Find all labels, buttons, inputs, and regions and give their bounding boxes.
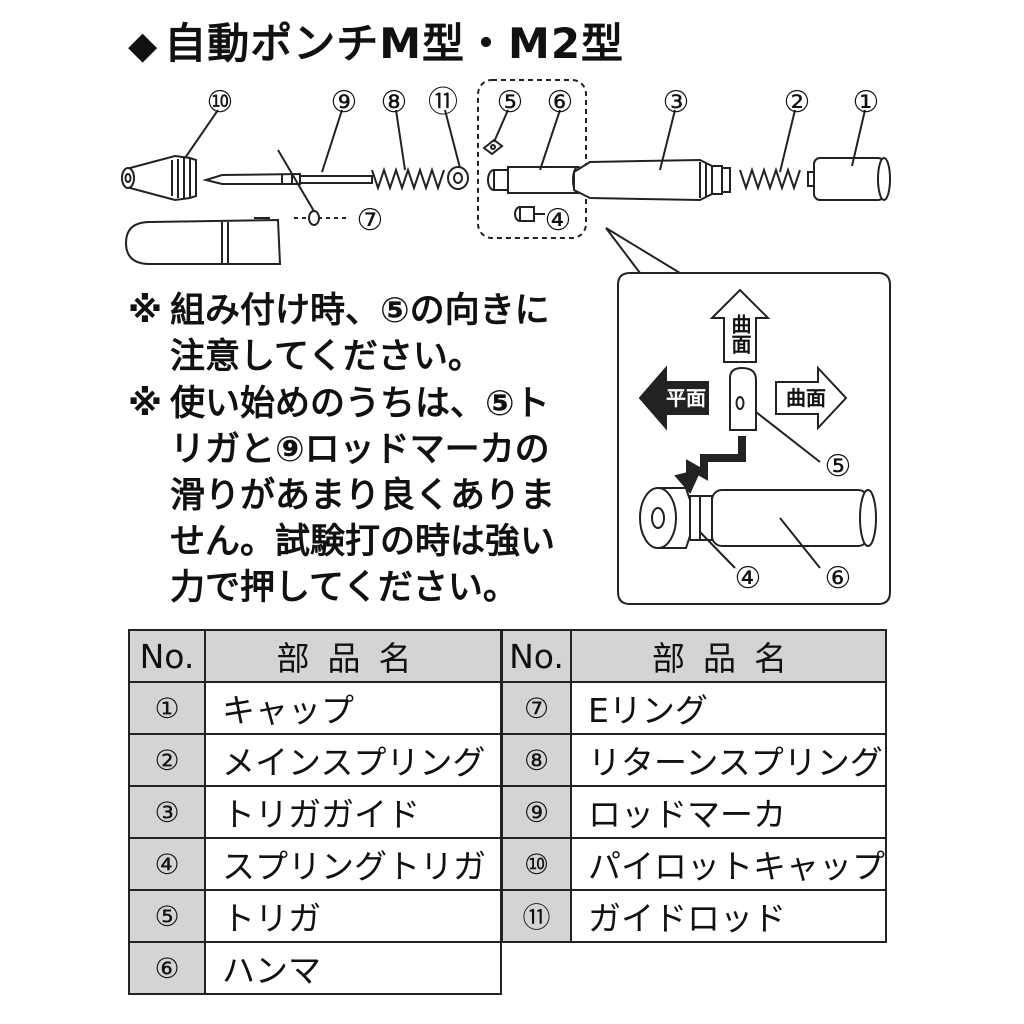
header-name: 部品名: [204, 629, 502, 683]
header-no: No.: [501, 629, 572, 683]
insert-arrow-shape: [686, 436, 746, 481]
part-name: メインスプリング: [204, 733, 502, 787]
label-4: ④: [545, 203, 572, 238]
part-number: ⑪: [501, 889, 572, 943]
usage-note: ※使い始めのうちは、⑤ト リガと⑨ロッドマーカの 滑りがあまり良くありま せん。…: [128, 381, 555, 611]
label-2: ②: [784, 85, 811, 120]
inset-up-label: 曲面: [728, 314, 752, 354]
part-name: リターンスプリング: [570, 733, 887, 787]
assembly-group-box: [477, 79, 587, 239]
trigger-part: [482, 138, 504, 156]
assembly-note: ※組み付け時、⑤の向きに 注意してください。: [128, 288, 550, 380]
label-7: ⑦: [357, 203, 384, 238]
part-name: パイロットキャップ: [570, 837, 887, 891]
table-header-row: No. 部品名: [501, 629, 887, 683]
header-name: 部品名: [570, 629, 887, 683]
inset-label-6: ⑥: [825, 561, 852, 596]
inset-right-label: 曲面: [786, 386, 826, 410]
label-6: ⑥: [547, 85, 574, 120]
return-spring-part: [371, 166, 445, 192]
right-arrow-shape: [775, 365, 848, 431]
label-10: ⑩: [207, 85, 234, 120]
pen-cover-part: [124, 217, 282, 265]
label-11: ⑪: [428, 85, 458, 120]
part-name: トリガ: [204, 889, 502, 943]
inset-hammer-assembly: [639, 487, 877, 569]
rod-marker-part: [202, 172, 373, 185]
part-name: スプリングトリガ: [204, 837, 502, 891]
note-line: 力で押してください。: [170, 568, 518, 608]
label-1: ①: [853, 85, 880, 120]
note-line: リガと⑨ロッドマーカの: [170, 430, 550, 470]
cap-part: [807, 157, 891, 201]
label-9: ⑨: [331, 85, 358, 120]
pilot-cap-part: [121, 154, 197, 202]
part-number: ①: [128, 681, 206, 735]
part-number: ⑦: [501, 681, 572, 735]
label-5: ⑤: [497, 85, 524, 120]
note-line: せん。試験打の時は強い: [170, 522, 556, 562]
part-number: ⑩: [501, 837, 572, 891]
title-text: 自動ポンチM型・M2型: [164, 19, 625, 68]
note-line: 滑りがあまり良くありま: [170, 476, 556, 516]
spring-trigger-part: [514, 206, 535, 222]
label-8: ⑧: [381, 85, 408, 120]
hammer-part: [487, 166, 584, 194]
part-number: ④: [128, 837, 206, 891]
part-name: ガイドロッド: [570, 889, 887, 943]
note-line: 組み付け時、⑤の向きに: [170, 291, 550, 331]
part-number: ⑧: [501, 733, 572, 787]
part-name: ロッドマーカ: [570, 785, 887, 839]
up-arrow-shape: [709, 288, 771, 363]
inset-label-4: ④: [735, 561, 762, 596]
part-number: ⑤: [128, 889, 206, 943]
page-title: ◆自動ポンチM型・M2型: [128, 10, 624, 71]
part-name: ハンマ: [204, 941, 502, 995]
label-3: ③: [663, 85, 690, 120]
part-name: Eリング: [570, 681, 887, 735]
part-number: ⑨: [501, 785, 572, 839]
trigger-guide-part: [573, 158, 731, 202]
part-name: トリガガイド: [204, 785, 502, 839]
inset-left-label: 平面: [666, 386, 706, 410]
main-spring-part: [739, 166, 801, 192]
part-number: ⑥: [128, 941, 206, 995]
guide-rod-part: [447, 166, 469, 190]
note-line: 使い始めのうちは、⑤ト: [170, 384, 550, 424]
left-arrow-shape: [638, 365, 709, 431]
part-name: キャップ: [204, 681, 502, 735]
table-header-row: No. 部品名: [128, 629, 502, 683]
header-no: No.: [128, 629, 206, 683]
note-mark: ※: [128, 384, 163, 424]
part-number: ②: [128, 733, 206, 787]
note-line: 注意してください。: [170, 337, 483, 377]
note-mark: ※: [128, 291, 163, 331]
inset-label-5: ⑤: [825, 449, 852, 484]
diamond-icon: ◆: [128, 23, 159, 67]
part-number: ③: [128, 785, 206, 839]
